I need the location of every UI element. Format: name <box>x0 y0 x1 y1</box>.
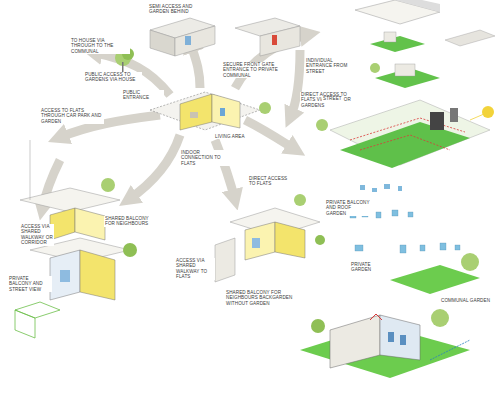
annotation-label: SHARED BALCONY FOR NEIGHBOURS <box>104 216 160 227</box>
annotation-label: PRIVATE BALCONY AND STREET VIEW <box>8 276 52 292</box>
annotation-label: LIVING AREA <box>214 134 246 139</box>
middle-flats <box>215 194 325 282</box>
annotation-label: INDOOR CONNECTION TO FLATS <box>180 150 230 166</box>
bottom-right-gardens <box>300 210 480 378</box>
annotation-label: PRIVATE GARDEN <box>350 262 388 273</box>
annotation-label: SHARED BALCONY FOR NEIGHBOURS BACKGARDEN… <box>225 290 299 306</box>
annotation-label: COMMUNAL GARDEN <box>440 298 491 303</box>
left-flats <box>15 140 137 338</box>
annotation-label: DIRECT ACCESS TO FLATS <box>248 176 296 187</box>
annotation-label: PUBLIC ENTRANCE <box>122 90 164 101</box>
annotation-label: SEMI ACCESS AND GARDEN BEHIND <box>148 4 206 15</box>
annotation-label: TO HOUSE VIA THROUGH TO THE COMMUNAL <box>70 38 130 54</box>
top-right-vignettes <box>355 0 495 88</box>
annotation-label: PUBLIC ACCESS TO GARDENS VIA HOUSE <box>84 72 142 83</box>
annotation-label: ACCESS VIA SHARED WALKWAY TO FLATS <box>175 258 215 280</box>
annotation-label: INDIVIDUAL ENTRANCE FROM STREET <box>305 58 355 74</box>
annotation-label: ACCESS VIA SHARED WALKWAY OR CORRIDOR <box>20 224 54 246</box>
annotation-label: STREET <box>322 96 343 101</box>
annotation-label: SECURE FRONT GATE ENTRANCE TO PRIVATE CO… <box>222 62 286 78</box>
annotation-label: ACCESS TO FLATS THROUGH CAR PARK AND GAR… <box>40 108 104 124</box>
annotation-label: PRIVATE BALCONY AND ROOF GARDEN <box>325 200 373 216</box>
street-scene <box>316 100 494 192</box>
